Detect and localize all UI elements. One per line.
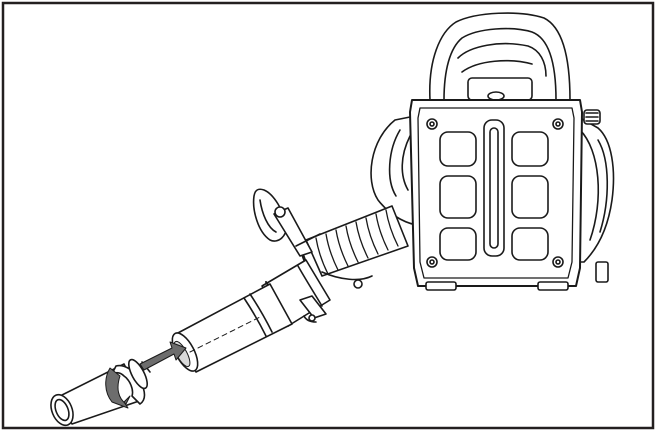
carry-handle bbox=[429, 12, 571, 101]
throttle-handle bbox=[252, 188, 321, 257]
rotation-arrow bbox=[105, 367, 131, 409]
blower-engine-unit bbox=[370, 12, 615, 291]
insertion-guide-line bbox=[189, 315, 263, 353]
nozzle-tube bbox=[50, 358, 151, 427]
middle-tube bbox=[171, 283, 293, 373]
insert-direction-arrow bbox=[139, 341, 187, 371]
backpack-frame bbox=[409, 99, 583, 291]
